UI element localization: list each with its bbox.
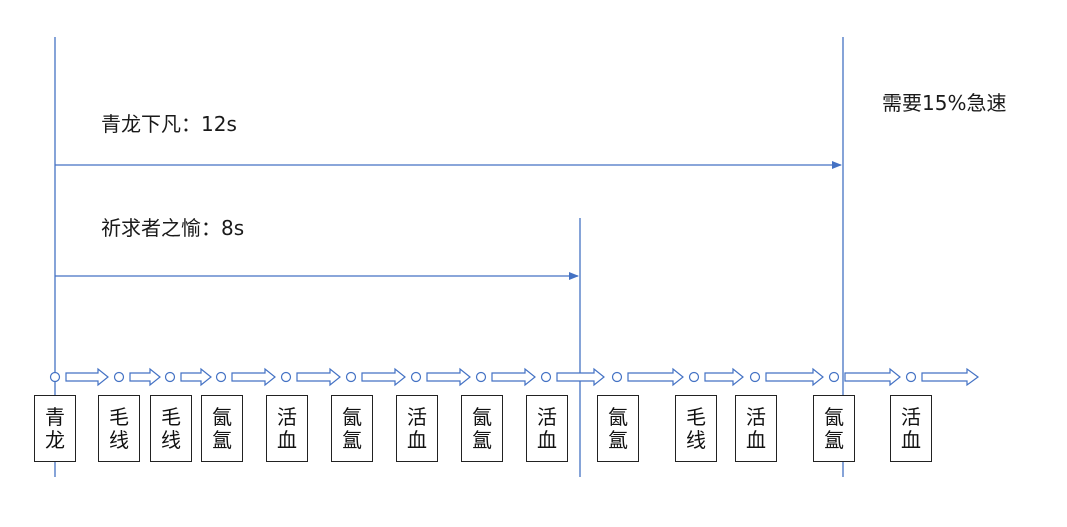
skill-a-duration-label: 青龙下凡：12s <box>101 112 237 136</box>
step-marker <box>828 371 840 383</box>
sequence-box: 活血 <box>890 395 932 462</box>
step-arrow <box>296 367 341 387</box>
timeline-steps <box>49 367 980 387</box>
sequence-box: 氤氲 <box>201 395 243 462</box>
sequence-box: 氤氲 <box>813 395 855 462</box>
step-marker <box>540 371 552 383</box>
step-marker <box>345 371 357 383</box>
step-marker <box>215 371 227 383</box>
step-arrow <box>921 367 980 387</box>
step-arrow <box>129 367 161 387</box>
step-marker <box>749 371 761 383</box>
skill-b-duration-label: 祈求者之愉：8s <box>101 216 245 240</box>
step-arrow <box>231 367 276 387</box>
sequence-box: 毛线 <box>98 395 140 462</box>
sequence-box: 氤氲 <box>331 395 373 462</box>
step-arrow <box>426 367 471 387</box>
step-marker <box>410 371 422 383</box>
step-marker <box>905 371 917 383</box>
step-arrow <box>844 367 901 387</box>
step-arrow <box>180 367 212 387</box>
step-marker <box>164 371 176 383</box>
sequence-box: 氤氲 <box>461 395 503 462</box>
step-arrow <box>704 367 744 387</box>
sequence-box: 毛线 <box>150 395 192 462</box>
sequence-box: 氤氲 <box>597 395 639 462</box>
sequence-box: 活血 <box>396 395 438 462</box>
haste-requirement-note: 需要15%急速 <box>882 91 1007 115</box>
sequence-box: 毛线 <box>675 395 717 462</box>
sequence-box: 青龙 <box>34 395 76 462</box>
step-arrow <box>361 367 406 387</box>
step-arrow <box>627 367 684 387</box>
sequence-box: 活血 <box>526 395 568 462</box>
step-marker <box>49 371 61 383</box>
step-marker <box>280 371 292 383</box>
step-arrow <box>491 367 536 387</box>
step-marker <box>688 371 700 383</box>
step-arrow <box>765 367 824 387</box>
step-marker <box>113 371 125 383</box>
step-arrow <box>556 367 605 387</box>
step-marker <box>611 371 623 383</box>
sequence-box: 活血 <box>266 395 308 462</box>
step-arrow <box>65 367 109 387</box>
step-marker <box>475 371 487 383</box>
sequence-box: 活血 <box>735 395 777 462</box>
